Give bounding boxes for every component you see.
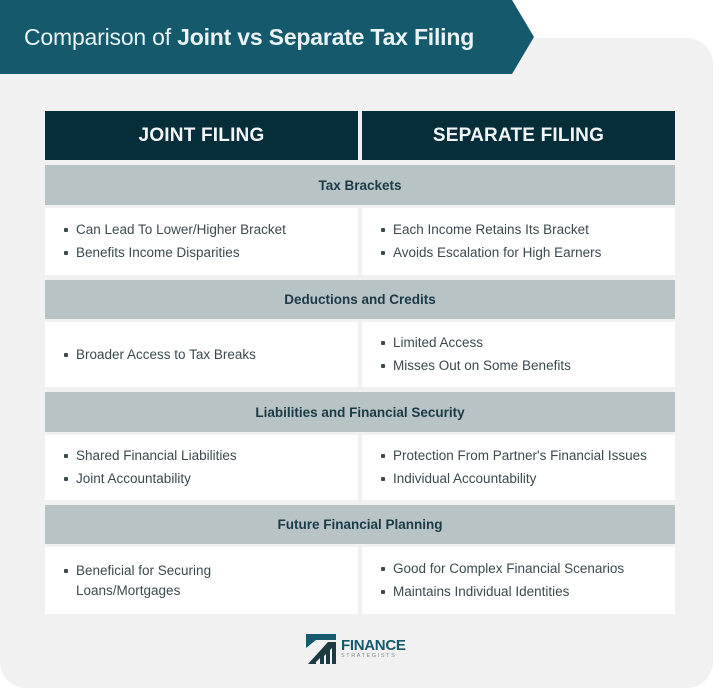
- table-row: Beneficial for Securing Loans/Mortgages …: [45, 547, 675, 614]
- list-item: Benefits Income Disparities: [63, 243, 340, 263]
- list-item: Protection From Partner's Financial Issu…: [380, 446, 657, 466]
- section-header-liabilities: Liabilities and Financial Security: [45, 392, 675, 432]
- section-header-deductions: Deductions and Credits: [45, 280, 675, 319]
- separate-cell: Limited Access Misses Out on Some Benefi…: [362, 322, 675, 387]
- separate-cell: Each Income Retains Its Bracket Avoids E…: [362, 208, 675, 275]
- list-item: Avoids Escalation for High Earners: [380, 243, 657, 263]
- table-header-row: JOINT FILING SEPARATE FILING: [45, 111, 675, 160]
- list-item: Good for Complex Financial Scenarios: [380, 559, 657, 579]
- list-item: Joint Accountability: [63, 469, 340, 489]
- logo-text-main: FINANCE: [341, 637, 406, 655]
- separate-cell: Good for Complex Financial Scenarios Mai…: [362, 547, 675, 614]
- column-header-separate: SEPARATE FILING: [362, 111, 675, 160]
- list-item: Misses Out on Some Benefits: [380, 356, 657, 376]
- joint-cell: Broader Access to Tax Breaks: [45, 322, 358, 387]
- logo-mark-icon: [306, 634, 336, 664]
- list-item: Beneficial for Securing Loans/Mortgages: [63, 561, 246, 601]
- logo-text-sub: STRATEGISTS: [341, 653, 397, 660]
- list-item: Shared Financial Liabilities: [63, 446, 340, 466]
- title-bold: Joint vs Separate Tax Filing: [177, 23, 475, 50]
- table-row: Broader Access to Tax Breaks Limited Acc…: [45, 322, 675, 387]
- comparison-table: JOINT FILING SEPARATE FILING Tax Bracket…: [45, 111, 675, 614]
- joint-cell: Shared Financial Liabilities Joint Accou…: [45, 435, 358, 500]
- finance-strategists-logo: FINANCE STRATEGISTS: [306, 634, 406, 664]
- section-header-future-planning: Future Financial Planning: [45, 505, 675, 544]
- title-prefix: Comparison of: [24, 23, 178, 50]
- list-item: Maintains Individual Identities: [380, 582, 657, 602]
- separate-cell: Protection From Partner's Financial Issu…: [362, 435, 675, 500]
- column-header-joint: JOINT FILING: [45, 111, 358, 160]
- section-header-tax-brackets: Tax Brackets: [45, 165, 675, 205]
- table-row: Can Lead To Lower/Higher Bracket Benefit…: [45, 208, 675, 275]
- list-item: Limited Access: [380, 333, 657, 353]
- page-title: Comparison of Joint vs Separate Tax Fili…: [24, 24, 474, 51]
- list-item: Each Income Retains Its Bracket: [380, 220, 657, 240]
- list-item: Broader Access to Tax Breaks: [63, 345, 340, 365]
- list-item: Individual Accountability: [380, 469, 657, 489]
- list-item: Can Lead To Lower/Higher Bracket: [63, 220, 340, 240]
- joint-cell: Beneficial for Securing Loans/Mortgages: [45, 547, 358, 614]
- joint-cell: Can Lead To Lower/Higher Bracket Benefit…: [45, 208, 358, 275]
- table-row: Shared Financial Liabilities Joint Accou…: [45, 435, 675, 500]
- title-banner: Comparison of Joint vs Separate Tax Fili…: [0, 0, 534, 74]
